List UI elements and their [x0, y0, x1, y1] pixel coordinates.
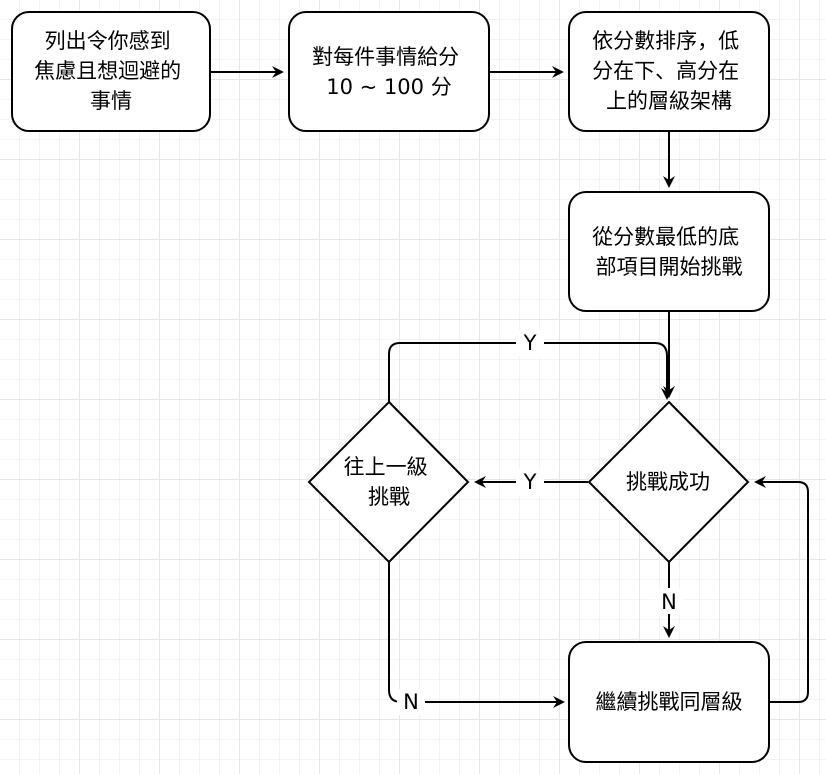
node-continue[interactable]: 繼續挑戰同層級 [568, 641, 770, 763]
node-continue-label: 繼續挑戰同層級 [596, 690, 743, 714]
node-sort[interactable]: 依分數排序，低 分在下、高分在 上的層級架構 [568, 11, 770, 132]
edge-label-loop-yes: Y [523, 331, 537, 355]
node-sort-line-3: 上的層級架構 [606, 89, 732, 113]
svg-text:列出令你感到 焦慮且想迴避的 事情: 列出令你感到 焦慮且想迴避的 事情 [34, 29, 188, 113]
edges [211, 66, 809, 708]
node-sort-line-1: 依分數排序，低 [592, 29, 739, 53]
edge-label-no-continue: N [403, 690, 419, 714]
node-list-line-3: 事情 [90, 89, 132, 113]
node-sort-line-2: 分在下、高分在 [592, 59, 739, 83]
svg-text:對每件事情給分 10 ~ 100 分: 對每件事情給分 10 ~ 100 分 [312, 45, 466, 99]
decision-up[interactable]: 往上一級 挑戰 [307, 400, 470, 564]
node-score[interactable]: 對每件事情給分 10 ~ 100 分 [288, 11, 490, 132]
node-start-line-2: 部項目開始挑戰 [596, 255, 743, 279]
svg-text:往上一級 挑戰: 往上一級 挑戰 [344, 455, 435, 509]
edge-labels: Y Y N N [397, 330, 683, 715]
node-score-line-2: 10 ~ 100 分 [326, 75, 451, 99]
svg-text:從分數最低的底 部項目開始挑戰: 從分數最低的底 部項目開始挑戰 [592, 225, 746, 279]
decision-up-line-2: 挑戰 [368, 485, 410, 509]
svg-text:依分數排序，低 分在下、高分在 上的: 依分數排序，低 分在下、高分在 上的層級架構 [592, 29, 746, 113]
node-start[interactable]: 從分數最低的底 部項目開始挑戰 [568, 191, 770, 312]
node-list-line-2: 焦慮且想迴避的 [34, 59, 181, 83]
decision-success[interactable]: 挑戰成功 [587, 400, 750, 564]
decision-up-line-1: 往上一級 [344, 455, 428, 479]
node-list-line-1: 列出令你感到 [45, 29, 171, 53]
node-list[interactable]: 列出令你感到 焦慮且想迴避的 事情 [11, 11, 211, 132]
edge-continue-to-success [754, 476, 809, 703]
edge-label-yes-up: Y [523, 470, 537, 494]
node-start-line-1: 從分數最低的底 [592, 225, 739, 249]
edge-up-to-continue [388, 562, 565, 708]
node-score-line-1: 對每件事情給分 [312, 45, 459, 69]
edge-label-no-down: N [661, 590, 677, 614]
decision-success-label: 挑戰成功 [626, 470, 710, 494]
